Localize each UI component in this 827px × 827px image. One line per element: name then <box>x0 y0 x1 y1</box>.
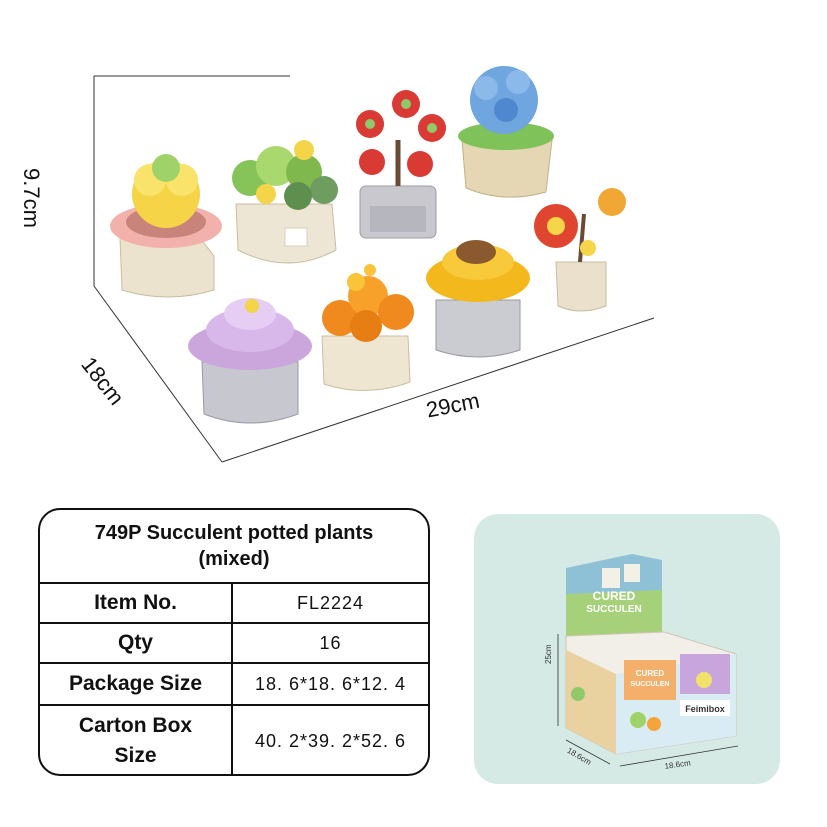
row-value: FL2224 <box>296 592 365 613</box>
product-title: 749P Succulent potted plants (mixed) <box>40 510 428 584</box>
plant-yellow-succulent <box>110 154 222 298</box>
header-brand-line-2: SUCCULEN <box>586 604 642 615</box>
brand-logo: Feimibox <box>685 704 725 714</box>
package-height-dimension: 25cm <box>544 644 553 664</box>
height-dimension: 9.7cm <box>19 168 44 228</box>
package-display-panel: CURED SUCCULEN CURED SUCCULEN Feimibox 2… <box>474 514 780 784</box>
plant-blue-hydrangea <box>458 66 554 198</box>
row-value: 16 <box>319 632 342 653</box>
table-row-carton-size: Carton Box Size 40. 2*39. 2*52. 6 <box>40 706 428 774</box>
table-row-package-size: Package Size 18. 6*18. 6*12. 4 <box>40 664 428 706</box>
row-label: Carton Box Size <box>40 706 233 774</box>
row-label: Item No. <box>40 584 233 622</box>
product-dimension-diagram: 9.7cm 18cm 29cm <box>19 66 655 463</box>
plant-green-cluster <box>232 140 338 264</box>
row-value: 18. 6*18. 6*12. 4 <box>254 673 407 694</box>
row-value: 40. 2*39. 2*52. 6 <box>254 730 407 751</box>
plant-red-flowers <box>356 90 446 239</box>
plant-purple-lotus <box>188 298 312 424</box>
plant-red-orange-flower <box>534 188 626 312</box>
plants-illustration <box>93 66 655 463</box>
plant-sunflower <box>426 240 530 358</box>
header-brand-line-1: CURED <box>593 589 636 603</box>
row-label: Qty <box>40 624 233 662</box>
plant-orange-flowers <box>321 264 414 391</box>
display-box-illustration: CURED SUCCULEN CURED SUCCULEN Feimibox <box>557 554 739 767</box>
box-title-line-2: SUCCULEN <box>631 681 670 688</box>
table-row-qty: Qty 16 <box>40 624 428 664</box>
table-row-item-no: Item No. FL2224 <box>40 584 428 624</box>
box-title-line-1: CURED <box>636 669 665 678</box>
dimension-frame <box>93 75 655 463</box>
spec-table: 749P Succulent potted plants (mixed) Ite… <box>38 508 430 776</box>
row-label: Package Size <box>40 664 233 704</box>
